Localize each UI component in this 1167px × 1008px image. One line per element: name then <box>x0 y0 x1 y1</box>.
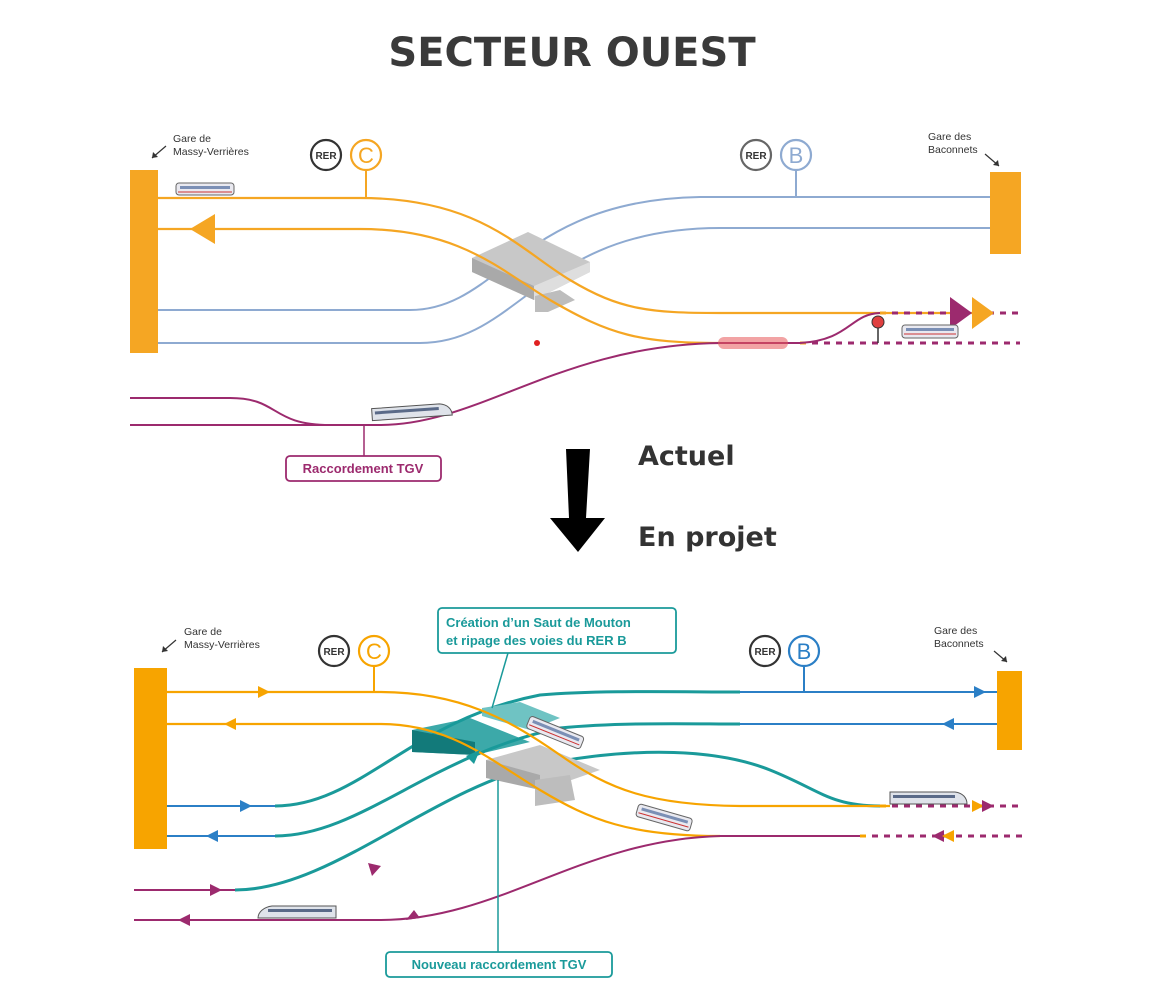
rer-c-letter: C <box>358 143 374 168</box>
rer-b-arrow-east-icon <box>974 686 986 698</box>
rer-b-badge: RER B <box>739 138 813 197</box>
transition-block: Actuel En projet <box>550 441 777 553</box>
west-station-block-project <box>134 668 167 849</box>
east-station-label-line1: Gare des <box>928 131 971 143</box>
tgv-arrow-east-icon <box>210 884 222 896</box>
rer-logo-text-b: RER <box>745 151 767 162</box>
east-station-label-line2: Baconnets <box>928 144 978 156</box>
page-title: SECTEUR OUEST <box>388 30 756 76</box>
east-station-block-project <box>997 671 1022 750</box>
tgv-train-icon-west <box>257 905 337 919</box>
tgv-new-callout-text: Nouveau raccordement TGV <box>412 957 587 972</box>
rer-c-badge-project: RER C <box>317 634 391 692</box>
tgv-arrow-curve-icon <box>368 863 381 876</box>
east-station-label-line2-project: Baconnets <box>934 638 984 650</box>
new-track-1 <box>274 690 741 808</box>
shared-arrow-east-orange-icon <box>972 800 984 812</box>
rer-b-letter: B <box>789 143 804 168</box>
current-bridge-block-2 <box>535 290 575 312</box>
train-icon-east <box>901 324 959 339</box>
red-dot-marker <box>534 340 540 346</box>
rer-b-track-lower <box>158 227 990 344</box>
rer-c-badge: RER C <box>309 138 383 198</box>
tgv-train-icon <box>371 403 453 422</box>
tgv-track-branch <box>799 312 881 344</box>
saut-de-mouton-callout-line2: et ripage des voies du RER B <box>446 633 627 648</box>
tgv-track-current <box>130 342 800 426</box>
direction-arrow-icon <box>190 214 215 244</box>
tgv-current-callout-text: Raccordement TGV <box>303 461 424 476</box>
west-station-label-line2: Massy-Verrières <box>173 146 249 158</box>
rer-b-badge-project: RER B <box>748 634 821 692</box>
rer-c-arrow-east-icon <box>258 686 270 698</box>
rer-b-track-upper <box>158 196 990 311</box>
new-track-3 <box>234 750 881 892</box>
tgv-new-callout <box>385 951 613 978</box>
rer-logo-text-b-project: RER <box>754 647 776 658</box>
rer-c-project-track-lower <box>167 722 721 838</box>
down-arrow-icon <box>550 449 605 552</box>
train-icon <box>175 182 235 196</box>
tgv-arrow-west-icon <box>178 914 190 926</box>
west-station-label-line1: Gare de <box>173 133 211 145</box>
saut-de-mouton-callout <box>437 607 677 654</box>
rer-b-arrow-west-icon <box>942 718 954 730</box>
current-diagram: Gare de Massy-Verrières Gare des Baconne… <box>130 131 1021 482</box>
shared-arrow-east-purple-icon <box>982 800 994 812</box>
west-station-label-line2-project: Massy-Verrières <box>184 639 260 651</box>
tgv-project-track-lower <box>134 835 860 921</box>
rer-c-arrow-west-icon <box>224 718 236 730</box>
rer-b-arrow-west-east-icon <box>240 800 252 812</box>
west-station-label-line1-project: Gare de <box>184 626 222 638</box>
rer-c-letter-project: C <box>366 639 382 664</box>
east-station-block <box>990 172 1021 254</box>
rer-c-track-lower <box>158 227 721 345</box>
conflict-zone-highlight <box>718 337 788 349</box>
tgv-arrow-curve-west-icon <box>406 910 420 920</box>
rer-c-direction-arrow-icon <box>972 297 994 329</box>
teal-arrow-icon <box>466 750 480 764</box>
rer-logo-text-c: RER <box>315 151 337 162</box>
signal-icon <box>871 315 885 329</box>
east-station-label-line1-project: Gare des <box>934 625 977 637</box>
rer-c-project-track-upper <box>167 690 890 808</box>
rer-c-track-upper <box>158 196 990 315</box>
west-station-block <box>130 170 158 353</box>
project-bridge-block-4 <box>535 775 575 806</box>
shared-arrow-west-orange-icon <box>942 830 954 842</box>
tgv-direction-arrow-icon <box>950 297 972 329</box>
rer-b-arrow-west-west-icon <box>206 830 218 842</box>
rer-b-letter-project: B <box>797 639 812 664</box>
train-icon-lower <box>635 803 693 832</box>
project-diagram: Gare de Massy-Verrières Gare des Baconne… <box>134 607 1022 978</box>
label-en-projet: En projet <box>638 522 777 553</box>
shared-arrow-west-purple-icon <box>932 830 944 842</box>
tgv-train-icon-east <box>889 791 968 805</box>
train-icon-bridge <box>526 716 585 750</box>
rer-logo-text-c-project: RER <box>323 647 345 658</box>
label-actuel: Actuel <box>638 441 735 472</box>
tgv-current-callout <box>285 455 442 482</box>
saut-de-mouton-callout-line1: Création d’un Saut de Mouton <box>446 615 631 630</box>
